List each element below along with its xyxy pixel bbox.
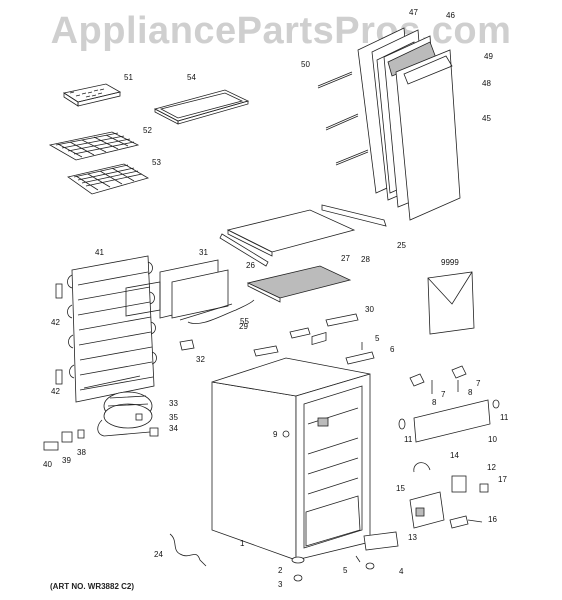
callout-4: 4 — [399, 567, 404, 576]
callout-49: 49 — [484, 52, 493, 61]
callout-15: 15 — [396, 484, 405, 493]
part-shelf-rails — [219, 204, 387, 303]
part-drip-tray — [153, 89, 250, 125]
part-power-cord — [169, 533, 207, 567]
callout-34: 34 — [169, 424, 178, 433]
callout-46: 46 — [446, 11, 455, 20]
callout-39: 39 — [62, 456, 71, 465]
callout-51: 51 — [124, 73, 133, 82]
callout-38: 38 — [77, 448, 86, 457]
callout-13: 13 — [408, 533, 417, 542]
callout-12: 12 — [487, 463, 496, 472]
callout-2: 2 — [278, 566, 283, 575]
part-wire-shelf-upper — [48, 131, 140, 161]
part-evaporator-housing — [125, 259, 233, 321]
callout-29: 29 — [239, 322, 248, 331]
art-number: (ART NO. WR3882 C2) — [50, 582, 135, 591]
callout-11: 11 — [500, 413, 509, 422]
callout-35: 35 — [169, 413, 178, 422]
callout-45: 45 — [482, 114, 491, 123]
part-crisper-cover — [398, 365, 500, 443]
callout-48: 48 — [482, 79, 491, 88]
part-relay-overload — [43, 429, 85, 451]
part-manual-envelope — [427, 271, 475, 335]
callout-30: 30 — [365, 305, 374, 314]
callout-55: 55 — [240, 317, 249, 326]
callout-9999: 9999 — [441, 258, 459, 267]
callout-47: 47 — [409, 8, 418, 17]
callout-41: 41 — [95, 248, 104, 257]
callout-42: 42 — [51, 387, 60, 396]
callout-16: 16 — [488, 515, 497, 524]
callout-25: 25 — [397, 241, 406, 250]
part-wire-shelf-lower — [67, 163, 150, 195]
callout-28: 28 — [361, 255, 370, 264]
callout-24: 24 — [154, 550, 163, 559]
part-compressor — [97, 391, 159, 437]
part-cabinet — [211, 332, 371, 561]
part-drain-tube — [187, 299, 255, 324]
callout-14: 14 — [450, 451, 459, 460]
callout-53: 53 — [152, 158, 161, 167]
callout-3: 3 — [278, 580, 283, 589]
callout-33: 33 — [169, 399, 178, 408]
callout-42: 42 — [51, 318, 60, 327]
callout-9: 9 — [273, 430, 278, 439]
callout-26: 26 — [246, 261, 255, 270]
callout-27: 27 — [341, 254, 350, 263]
part-leveling-legs — [291, 531, 399, 582]
callout-11: 11 — [404, 435, 413, 444]
callout-8: 8 — [468, 388, 473, 397]
callout-5: 5 — [343, 566, 348, 575]
part-thermostat-controls — [409, 462, 489, 529]
callout-7: 7 — [476, 379, 481, 388]
part-condenser-coil — [55, 255, 157, 403]
callout-5: 5 — [375, 334, 380, 343]
part-hinge-brackets — [179, 313, 375, 365]
callout-10: 10 — [488, 435, 497, 444]
callout-52: 52 — [143, 126, 152, 135]
callout-31: 31 — [199, 248, 208, 257]
part-door-assembly — [317, 27, 461, 221]
watermark-text: AppliancePartsPros.com — [50, 10, 512, 52]
callout-1: 1 — [240, 539, 245, 548]
callout-32: 32 — [196, 355, 205, 364]
callout-8: 8 — [432, 398, 437, 407]
callout-40: 40 — [43, 460, 52, 469]
callout-6: 6 — [390, 345, 395, 354]
callout-54: 54 — [187, 73, 196, 82]
callout-7: 7 — [441, 390, 446, 399]
callout-50: 50 — [301, 60, 310, 69]
part-egg-tray — [62, 83, 122, 107]
callout-17: 17 — [498, 475, 507, 484]
